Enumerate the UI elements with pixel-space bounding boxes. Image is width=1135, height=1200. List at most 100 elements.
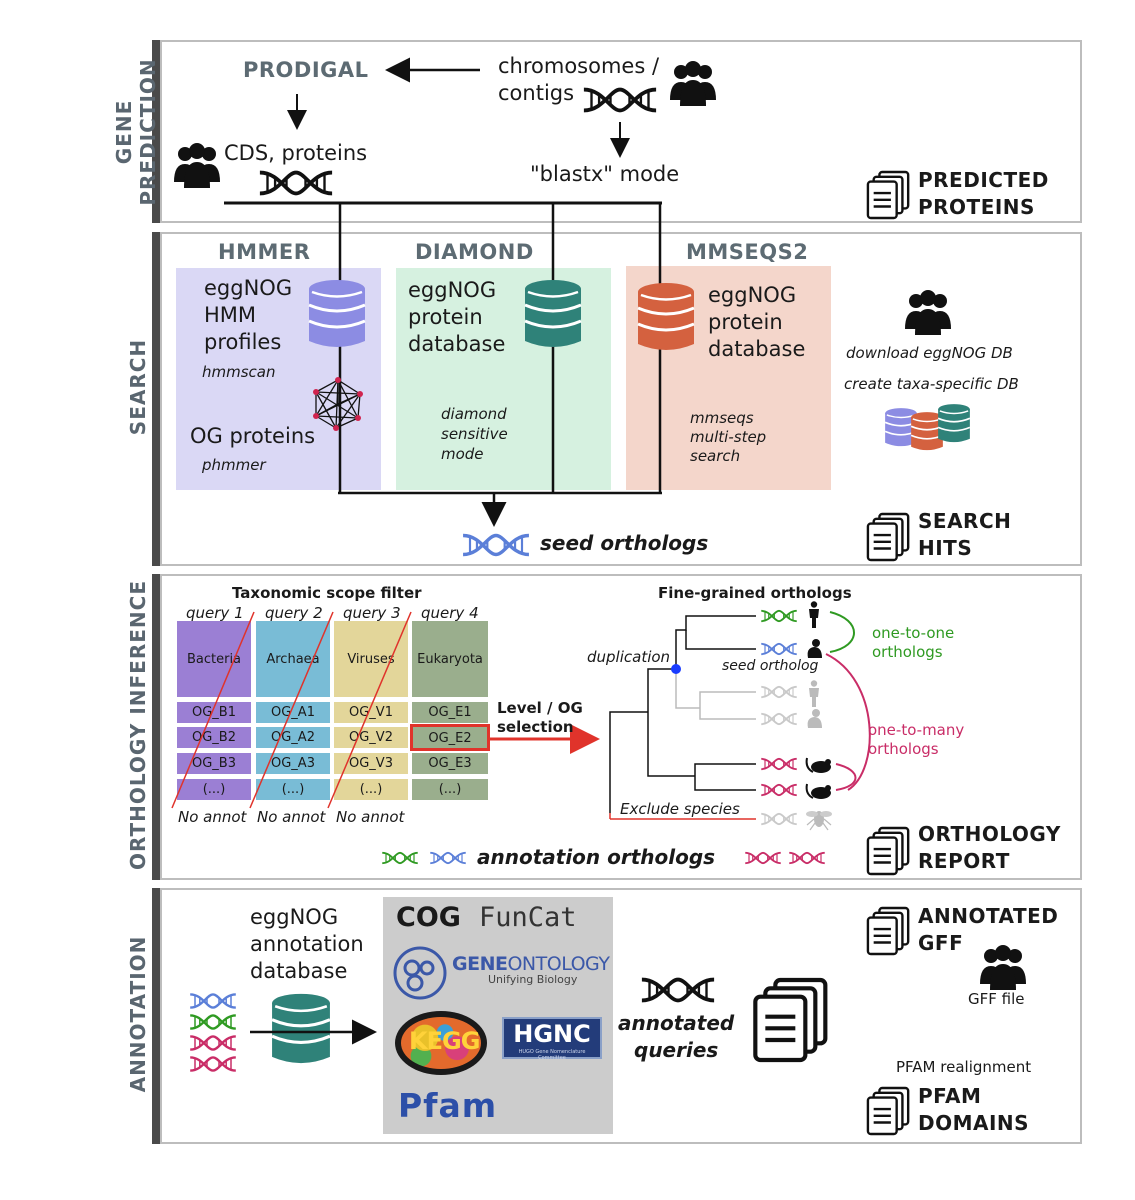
search-hits-label-1: SEARCH — [918, 509, 1012, 533]
gff-file-label: GFF file — [968, 990, 1025, 1008]
mouse-icon — [805, 783, 831, 799]
exclude-species-label: Exclude species — [620, 800, 740, 818]
kingdom-eukaryota: Eukaryota — [412, 621, 488, 697]
prodigal-label: PRODIGAL — [243, 58, 369, 82]
predicted-proteins-label-2: PROTEINS — [918, 195, 1035, 219]
seed-orthologs-label: seed orthologs — [540, 531, 709, 555]
og-cell: (...) — [177, 779, 251, 800]
docs-icon — [866, 906, 912, 956]
diamond-mode-3: mode — [441, 445, 484, 463]
mmseqs-mode-3: search — [690, 447, 741, 465]
diamond-mode-2: sensitive — [441, 425, 508, 443]
funcat-logo: FunCat — [479, 902, 577, 933]
og-cell: (...) — [256, 779, 330, 800]
phmmer-label: phmmer — [202, 456, 266, 474]
hmm-text-2: HMM — [204, 303, 257, 327]
one-to-many-label-2: orthologs — [868, 740, 939, 758]
dna-icon — [640, 975, 716, 1005]
predicted-proteins-label-1: PREDICTED — [918, 168, 1049, 192]
og-cell: OG_B1 — [177, 702, 251, 723]
level-og-label-2: selection — [497, 718, 574, 736]
annotated-gff-label-1: ANNOTATED — [918, 904, 1059, 928]
annotation-db-text-1: eggNOG — [250, 905, 339, 929]
one-to-one-label-2: orthologs — [872, 643, 943, 661]
mmseqs-db-text-3: database — [708, 337, 806, 361]
human-icon — [809, 601, 819, 628]
og-cell: OG_A1 — [256, 702, 330, 723]
taxonomic-scope-title: Taxonomic scope filter — [232, 584, 422, 602]
hmmscan-label: hmmscan — [202, 363, 276, 381]
og-proteins-label: OG proteins — [190, 424, 316, 448]
queries-label: queries — [634, 1038, 719, 1062]
annotated-label: annotated — [618, 1011, 735, 1035]
unifying-biology-text: Unifying Biology — [488, 973, 578, 986]
gene-text: GENE — [452, 953, 508, 975]
create-db-label: create taxa-specific DB — [844, 375, 1019, 393]
no-annot-label-1: No annot — [178, 808, 247, 826]
gene-ontology-text: GENEONTOLOGY — [452, 953, 610, 975]
hmmer-label: HMMER — [218, 240, 311, 264]
pfam-domains-label-2: DOMAINS — [918, 1111, 1030, 1135]
diamond-label: DIAMOND — [415, 240, 534, 264]
seed-ortholog-label: seed ortholog — [722, 658, 819, 674]
docs-icon — [866, 1086, 912, 1136]
annotation-db-text-3: database — [250, 959, 348, 983]
mmseqs-db-text-2: protein — [708, 310, 783, 334]
chimp-icon — [807, 639, 822, 658]
protein-network-icon — [313, 377, 363, 431]
cog-logo: COG — [396, 902, 461, 933]
diamond-db-text-1: eggNOG — [408, 278, 497, 302]
no-annot-label-3: No annot — [336, 808, 405, 826]
level-og-label-1: Level / OG — [497, 699, 583, 717]
cds-proteins-label: CDS, proteins — [224, 141, 368, 165]
one-to-one-label-1: one-to-one — [872, 624, 955, 642]
duplication-label: duplication — [587, 648, 671, 666]
query-1-label: query 1 — [186, 604, 244, 622]
og-cell: OG_A3 — [256, 753, 330, 774]
annotation-orthologs-label: annotation orthologs — [477, 845, 716, 869]
ontology-text: ONTOLOGY — [507, 953, 610, 975]
og-cell: (...) — [334, 779, 408, 800]
mmseqs-label: MMSEQS2 — [686, 240, 809, 264]
fine-grained-title: Fine-grained orthologs — [658, 584, 852, 602]
orthology-report-label-2: REPORT — [918, 849, 1010, 873]
og-cell: (...) — [412, 779, 488, 800]
og-cell-selected: OG_E2 — [410, 724, 490, 751]
mouse-icon — [805, 757, 831, 773]
docs-icon — [752, 974, 832, 1066]
chromosomes-label: chromosomes / — [498, 54, 660, 78]
kingdom-archaea: Archaea — [256, 621, 330, 697]
no-annot-label-2: No annot — [257, 808, 326, 826]
pfam-logo: Pfam — [398, 1086, 498, 1125]
og-cell: OG_V3 — [334, 753, 408, 774]
query-3-label: query 3 — [343, 604, 401, 622]
hgnc-logo: HGNC HUGO Gene Nomenclature Committee — [502, 1017, 602, 1061]
download-db-label: download eggNOG DB — [846, 344, 1013, 362]
contigs-label: contigs — [498, 81, 575, 105]
kegg-text: KEGG — [409, 1027, 480, 1055]
hgnc-subtext: HUGO Gene Nomenclature Committee — [518, 1049, 586, 1061]
pfam-domains-label-1: PFAM — [918, 1084, 982, 1108]
kingdom-bacteria: Bacteria — [177, 621, 251, 697]
hmm-text-3: profiles — [204, 330, 282, 354]
kegg-logo-colors — [401, 1017, 481, 1069]
mmseqs-mode-2: multi-step — [690, 428, 767, 446]
kingdom-viruses: Viruses — [334, 621, 408, 697]
annotated-gff-label-2: GFF — [918, 931, 964, 955]
hgnc-text: HGNC — [513, 1020, 591, 1048]
fly-icon-grey — [806, 811, 832, 831]
human-icon-grey — [809, 680, 819, 707]
hmm-text-1: eggNOG — [204, 276, 293, 300]
blastx-mode-label: "blastx" mode — [530, 162, 680, 186]
mmseqs-mode-1: mmseqs — [690, 409, 754, 427]
mmseqs-db-text-1: eggNOG — [708, 283, 797, 307]
query-4-label: query 4 — [421, 604, 479, 622]
query-2-label: query 2 — [265, 604, 323, 622]
og-cell: OG_B3 — [177, 753, 251, 774]
annotation-db-text-2: annotation — [250, 932, 364, 956]
diamond-db-text-3: database — [408, 332, 506, 356]
